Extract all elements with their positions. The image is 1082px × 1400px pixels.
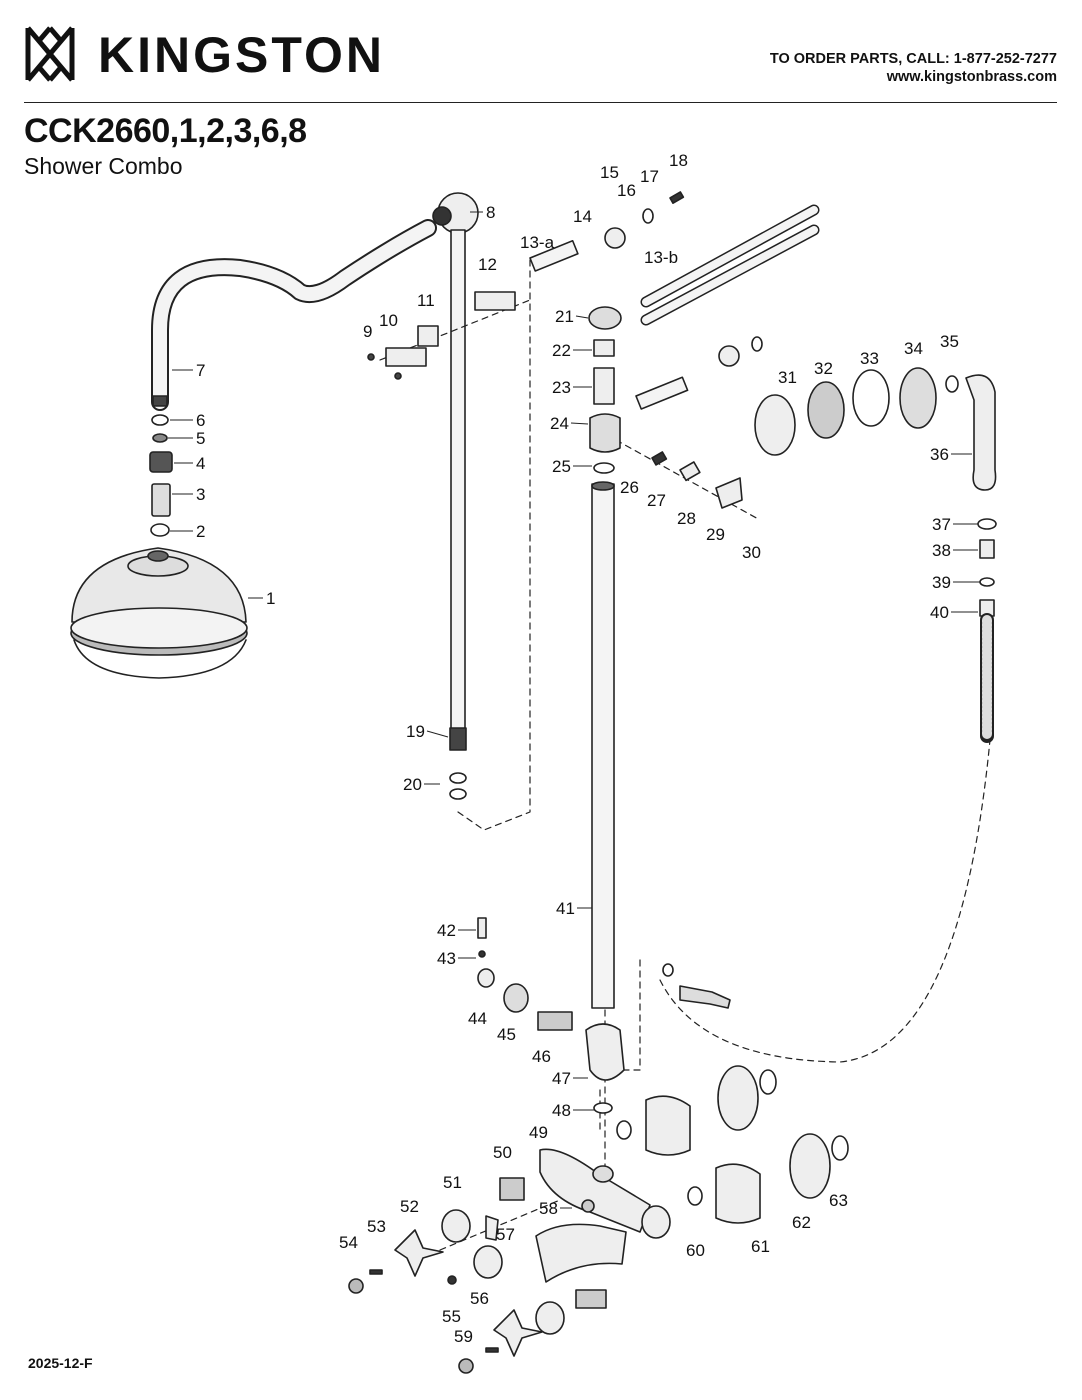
callout-55: 55 [442,1307,461,1326]
callout-30: 30 [742,543,761,562]
callout-3: 3 [196,485,205,504]
callout-60: 60 [686,1241,705,1260]
callout-61: 61 [751,1237,770,1256]
kingston-logo-icon [24,26,76,87]
page-title: CCK2660,1,2,3,6,8 [24,112,307,150]
shower-head [70,547,248,679]
callout-21: 21 [555,307,574,326]
website-link[interactable]: www.kingstonbrass.com [886,69,1057,85]
leader-line-24 [570,422,589,425]
callout-34: 34 [904,339,923,358]
callout-50: 50 [493,1143,512,1162]
callout-42: 42 [437,921,456,940]
brand-name: KINGSTON [98,27,385,83]
leader-line-19 [426,730,449,738]
callout-49: 49 [529,1123,548,1142]
callout-43: 43 [437,949,456,968]
callout-53: 53 [367,1217,386,1236]
callout-41: 41 [556,899,575,918]
callout-58: 58 [539,1199,558,1218]
callout-24: 24 [550,414,569,433]
callout-23: 23 [552,378,571,397]
callout-10: 10 [379,311,398,330]
callout-14: 14 [573,207,592,226]
callout-22: 22 [552,341,571,360]
callout-36: 36 [930,445,949,464]
callout-9: 9 [363,322,372,341]
document-code: 2025-12-F [28,1355,93,1371]
callout-27: 27 [647,491,666,510]
callout-6: 6 [196,411,205,430]
callout-35: 35 [940,332,959,351]
callout-16: 16 [617,181,636,200]
callout-25: 25 [552,457,571,476]
callout-5: 5 [196,429,205,448]
callout-15: 15 [600,163,619,182]
callout-19: 19 [406,722,425,741]
callout-62: 62 [792,1213,811,1232]
callout-13-b: 13-b [644,248,678,267]
callout-31: 31 [778,368,797,387]
callout-46: 46 [532,1047,551,1066]
callout-38: 38 [932,541,951,560]
order-phone: TO ORDER PARTS, CALL: 1-877-252-7277 [769,51,1057,67]
callout-47: 47 [552,1069,571,1088]
callout-12: 12 [478,255,497,274]
callout-13-a: 13-a [520,233,555,252]
callout-4: 4 [196,454,205,473]
callout-44: 44 [468,1009,487,1028]
callout-37: 37 [932,515,951,534]
page-subtitle: Shower Combo [24,153,183,179]
callout-59: 59 [454,1327,473,1346]
leader-line-21 [575,315,589,319]
header-divider [24,102,1057,103]
callout-29: 29 [706,525,725,544]
callout-28: 28 [677,509,696,528]
callout-20: 20 [403,775,422,794]
callout-52: 52 [400,1197,419,1216]
callout-54: 54 [339,1233,358,1252]
callout-1: 1 [266,589,275,608]
callout-26: 26 [620,478,639,497]
callout-7: 7 [196,361,205,380]
callout-51: 51 [443,1173,462,1192]
callout-45: 45 [497,1025,516,1044]
contact-info: TO ORDER PARTS, CALL: 1-877-252-7277 www… [770,50,1057,86]
callout-8: 8 [486,203,495,222]
callout-17: 17 [640,167,659,186]
callout-48: 48 [552,1101,571,1120]
callout-32: 32 [814,359,833,378]
callout-63: 63 [829,1191,848,1210]
callout-18: 18 [669,151,688,170]
callout-57: 57 [496,1225,515,1244]
callout-40: 40 [930,603,949,622]
callout-2: 2 [196,522,205,541]
callout-11: 11 [417,291,435,310]
callout-56: 56 [470,1289,489,1308]
callout-33: 33 [860,349,879,368]
callout-39: 39 [932,573,951,592]
